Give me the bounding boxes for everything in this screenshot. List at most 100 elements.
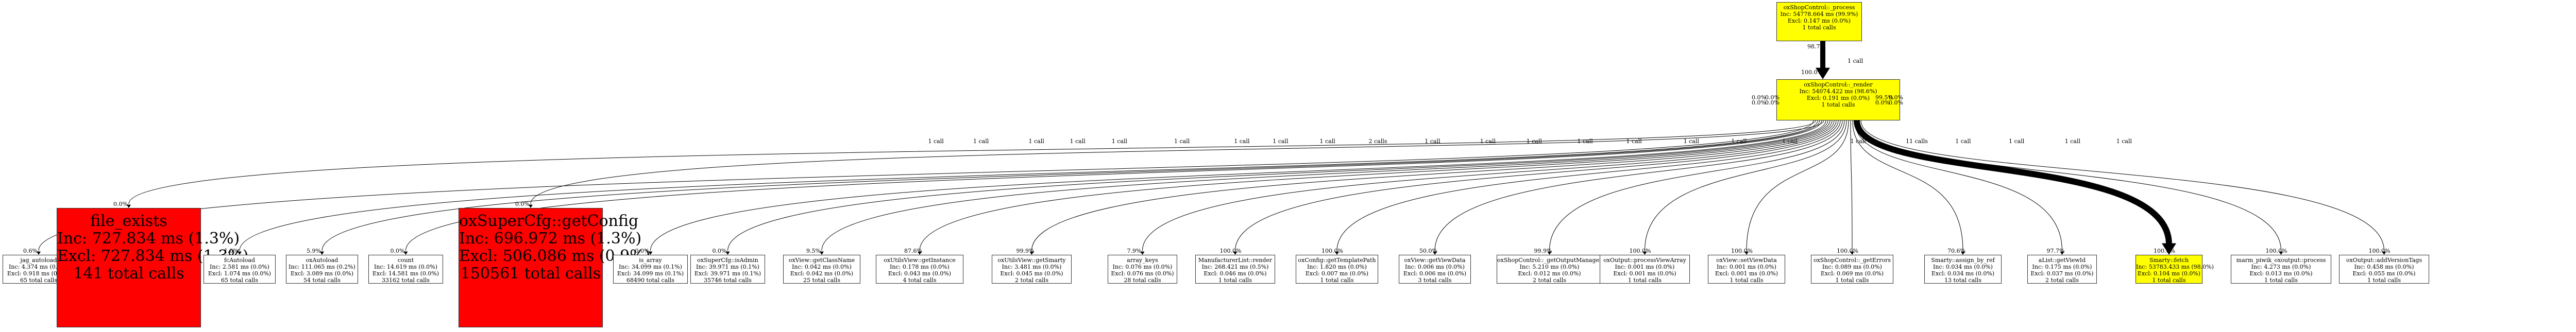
node-root-process[interactable]: oxShopControl::_process Inc: 54778.664 m… bbox=[1776, 2, 1862, 41]
node-excl: Excl: 0.001 ms (0.0%) bbox=[1613, 270, 1676, 277]
edge-call-count: 1 call bbox=[1782, 138, 1798, 145]
node-calls: 1 total calls bbox=[1218, 277, 1252, 284]
node-name: jag_autoload bbox=[20, 257, 57, 264]
edge-pct-in: 100.0% bbox=[1629, 248, 1651, 254]
edge-pct-in: 100.0% bbox=[1731, 248, 1753, 254]
node-excl: Excl: 0.007 ms (0.0%) bbox=[1305, 270, 1369, 277]
arrowhead-3 bbox=[320, 251, 324, 255]
node-inc: Inc: 34.099 ms (0.1%) bbox=[619, 264, 682, 270]
node-inc: Inc: 696.972 ms (1.3%) bbox=[459, 230, 642, 248]
arrowhead-12 bbox=[1233, 251, 1238, 255]
edge-render-to-19 bbox=[1852, 120, 1963, 251]
arrowhead-1 bbox=[127, 204, 131, 208]
edge-pct-in: 1.0% bbox=[224, 248, 239, 254]
node-name: oxShopControl::_render bbox=[1804, 81, 1873, 88]
root-edge-pct-out: 98.7% bbox=[1807, 43, 1825, 50]
node-name: Smarty::fetch bbox=[2149, 257, 2189, 264]
node-render[interactable]: oxShopControl::_render Inc: 54074.422 ms… bbox=[1776, 79, 1900, 120]
edge-call-count: 1 call bbox=[1028, 138, 1044, 145]
edge-render-to-15 bbox=[1549, 120, 1845, 251]
arrowhead-7 bbox=[725, 251, 730, 255]
node-calls: 1 total calls bbox=[1628, 277, 1662, 284]
edge-render-to-23 bbox=[1860, 120, 2384, 251]
edge-render-to-6 bbox=[650, 120, 1826, 251]
edge-pct-in: 100.0% bbox=[1219, 248, 1242, 254]
edge-render-to-13 bbox=[1336, 120, 1841, 251]
node-excl: Excl: 1.074 ms (0.0%) bbox=[208, 270, 272, 277]
node-calls: 1 total calls bbox=[2367, 277, 2401, 284]
edge-pct-in: 97.7% bbox=[2046, 248, 2065, 254]
edge-pct-in: 100.0% bbox=[1321, 248, 1343, 254]
edge-pct-out: 0.0% bbox=[1765, 94, 1780, 101]
node-excl: Excl: 0.918 ms (0.0%) bbox=[7, 270, 71, 277]
edge-call-count: 1 call bbox=[1577, 138, 1593, 145]
node-name: Smarty::assign_by_ref bbox=[1931, 257, 1995, 264]
edge-pct-in: 0.6% bbox=[23, 248, 38, 254]
edge-render-to-1 bbox=[128, 120, 1816, 204]
edge-render-to-17 bbox=[1746, 120, 1849, 251]
edge-render-to-3 bbox=[321, 120, 1820, 251]
edge-call-count: 1 call bbox=[973, 138, 989, 145]
node-calls: 2 total calls bbox=[1015, 277, 1048, 284]
arrowhead-22 bbox=[2279, 251, 2283, 255]
edge-pct-in: 0.0% bbox=[113, 201, 128, 207]
arrowhead-21 bbox=[2162, 243, 2176, 255]
edge-pct-in: 99.9% bbox=[1016, 248, 1035, 254]
node-inc: Inc: 0.458 ms (0.0%) bbox=[2354, 264, 2414, 270]
node-name: oxUtilsView::getInstance bbox=[884, 257, 956, 264]
edge-pct-out: 0.0% bbox=[1752, 99, 1766, 106]
edge-pct-in: 100.0% bbox=[2368, 248, 2391, 254]
node-calls: 1 total calls bbox=[1730, 277, 1764, 284]
edge-call-count: 1 call bbox=[1626, 138, 1642, 145]
node-excl: Excl: 0.046 ms (0.0%) bbox=[1204, 270, 1267, 277]
edge-pct-out: 0.0% bbox=[1889, 99, 1903, 106]
edge-pct-in: 100.0% bbox=[1837, 248, 1858, 254]
node-name: oxShopControl::_getErrors bbox=[1813, 257, 1891, 264]
node-calls: 68490 total calls bbox=[626, 277, 674, 284]
node-calls: 2 total calls bbox=[1533, 277, 1566, 284]
arrowhead-14 bbox=[1433, 251, 1437, 255]
edge-call-count: 1 call bbox=[1731, 138, 1747, 145]
node-inc: Inc: 0.042 ms (0.0%) bbox=[792, 264, 852, 270]
edge-render-to-0 bbox=[38, 120, 1814, 251]
arrowhead-19 bbox=[1961, 251, 1965, 255]
edge-pct-in: 0.0% bbox=[635, 248, 650, 254]
edge-pct-in: 87.6% bbox=[904, 248, 922, 254]
node-name: file_exists bbox=[90, 212, 167, 230]
node-excl: Excl: 14.581 ms (0.0%) bbox=[372, 270, 439, 277]
node-inc: Inc: 2.581 ms (0.0%) bbox=[210, 264, 269, 270]
node-name: oxShopControl::_process bbox=[1783, 4, 1855, 11]
node-excl: Excl: 0.012 ms (0.0%) bbox=[1518, 270, 1581, 277]
edge-call-count: 1 call bbox=[1955, 138, 1971, 145]
edge-call-count: 1 call bbox=[1070, 138, 1086, 145]
node-calls: 1 total calls bbox=[1802, 24, 1836, 31]
node-inc: Inc: 0.089 ms (0.0%) bbox=[1822, 264, 1882, 270]
node-excl: Excl: 0.013 ms (0.0%) bbox=[2249, 270, 2313, 277]
arrowhead-0 bbox=[37, 251, 41, 255]
edge-call-count: 1 call bbox=[1850, 138, 1866, 145]
node-excl: Excl: 506.086 ms (0.9%) bbox=[459, 247, 651, 265]
